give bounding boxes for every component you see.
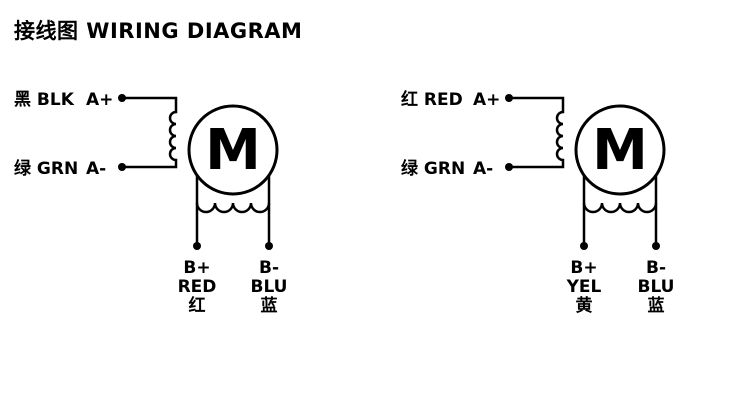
b-minus-terminal-label: B- bbox=[259, 258, 279, 278]
b-plus-color-cn-label: 黄 bbox=[576, 295, 593, 316]
motor-circle bbox=[574, 104, 666, 196]
b-plus-terminal-dot bbox=[580, 242, 588, 250]
a-plus-node-dot bbox=[505, 94, 513, 102]
a-minus-terminal-label: A- bbox=[86, 159, 106, 179]
phase-a-winding-wire bbox=[509, 96, 565, 169]
b-minus-color-cn-label: 蓝 bbox=[261, 296, 278, 316]
b-minus-terminal-dot bbox=[652, 242, 660, 250]
a-minus-node-dot bbox=[118, 163, 126, 171]
motor-circle bbox=[187, 104, 279, 196]
a-minus-color-label: 绿 GRN bbox=[14, 158, 78, 179]
b-plus-terminal-dot bbox=[193, 242, 201, 250]
b-plus-color-en-label: RED bbox=[178, 277, 217, 297]
a-minus-node-dot bbox=[505, 163, 513, 171]
a-plus-color-label: 黑 BLK bbox=[14, 90, 75, 110]
motor-diagram-right: M 红 RED A+ 绿 GRN A- B+ YEL 黄 B- BLU 蓝 bbox=[401, 89, 675, 316]
b-minus-color-en-label: BLU bbox=[638, 277, 675, 297]
phase-b-coil-wire bbox=[195, 202, 271, 214]
motor-letter: M bbox=[592, 118, 648, 183]
b-minus-terminal-dot bbox=[265, 242, 273, 250]
a-plus-terminal-label: A+ bbox=[473, 90, 500, 110]
b-plus-color-en-label: YEL bbox=[566, 277, 602, 297]
page-title: 接线图 WIRING DIAGRAM bbox=[14, 19, 302, 43]
motor-diagram-left: M 黑 BLK A+ 绿 GRN A- B+ RED 红 B- BLU 蓝 bbox=[14, 90, 288, 316]
phase-b-coil-wire bbox=[582, 202, 658, 214]
phase-a-winding-wire bbox=[122, 96, 178, 169]
b-minus-terminal-label: B- bbox=[646, 258, 666, 278]
a-minus-color-label: 绿 GRN bbox=[401, 158, 465, 179]
b-plus-terminal-label: B+ bbox=[183, 258, 210, 278]
a-minus-terminal-label: A- bbox=[473, 159, 493, 179]
a-plus-color-label: 红 RED bbox=[401, 89, 463, 110]
b-plus-terminal-label: B+ bbox=[570, 258, 597, 278]
a-plus-node-dot bbox=[118, 94, 126, 102]
a-plus-terminal-label: A+ bbox=[86, 90, 113, 110]
b-minus-color-en-label: BLU bbox=[251, 277, 288, 297]
b-minus-color-cn-label: 蓝 bbox=[648, 296, 665, 316]
b-plus-color-cn-label: 红 bbox=[189, 295, 206, 316]
motor-letter: M bbox=[205, 118, 261, 183]
